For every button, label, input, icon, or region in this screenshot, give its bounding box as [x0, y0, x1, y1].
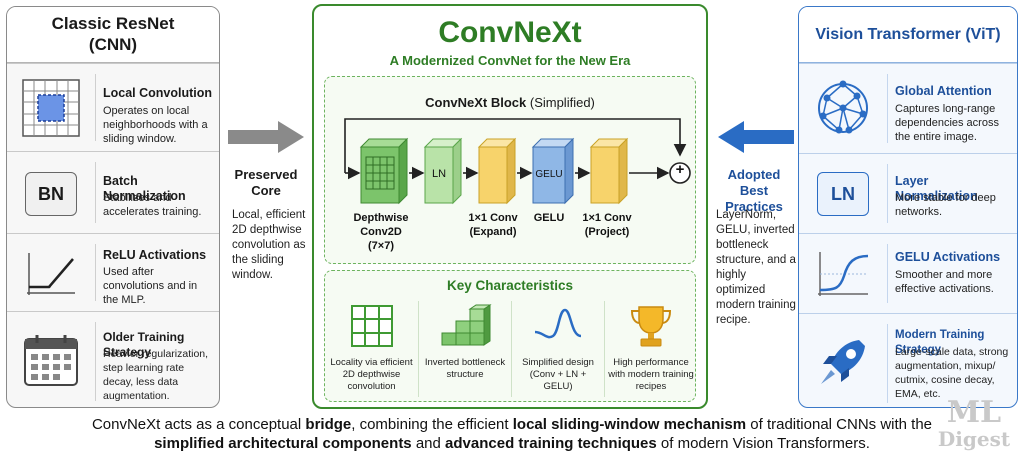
convnext-block-diagram: ConvNeXt Block (Simplified)	[324, 76, 696, 264]
vit-item-global-attention: Global Attention Captures long-range dep…	[799, 63, 1017, 153]
relu-curve-icon	[17, 240, 85, 308]
resnet-panel: Classic ResNet (CNN) Local Convolution O…	[6, 6, 220, 408]
caption-bold: simplified architectural components	[154, 435, 412, 452]
adopted-practices-text: LayerNorm, GELU, inverted bottleneck str…	[716, 209, 796, 326]
green-grid-icon	[325, 301, 418, 351]
key-item-bottleneck: Inverted bottleneck structure	[418, 301, 511, 397]
caption-bold: bridge	[305, 416, 352, 433]
key-item-text: Simplified design (Conv + LN + GELU)	[522, 357, 594, 392]
caption-text: and	[411, 435, 446, 452]
key-item-text: Inverted bottleneck structure	[424, 357, 506, 380]
ln-box-text: LN	[431, 168, 447, 180]
logo-line2: Digest	[937, 427, 1011, 451]
key-item-locality: Locality via efficient 2D depthwise conv…	[325, 301, 418, 397]
resnet-item-title: Older Training Strategy	[103, 330, 185, 359]
logo-line1: ML	[946, 395, 1002, 430]
vit-item-desc: More stable for deep networks.	[895, 192, 996, 218]
vit-item-title: Layer Normalization	[895, 174, 978, 203]
resnet-item-title: Local Convolution	[103, 86, 213, 100]
block-title-bold: ConvNeXt Block	[425, 95, 527, 110]
ml-digest-logo: ML Digest	[928, 398, 1020, 464]
vit-item-title: GELU Activations	[895, 250, 1001, 264]
adopted-arrow-icon	[718, 121, 794, 153]
bottom-caption: ConvNeXt acts as a conceptual bridge, co…	[0, 415, 1024, 453]
preserved-core-heading: Preserved Core	[234, 167, 298, 198]
adopted-practices-heading: Adopted Best Practices	[725, 167, 783, 214]
residual-add-icon	[669, 162, 691, 184]
vit-item-modern-training: Modern Training Strategy Large-scale dat…	[799, 313, 1017, 407]
vit-item-desc: Large-scale data, strong augmentation, m…	[895, 346, 1009, 400]
preserved-arrow-icon	[228, 121, 304, 153]
bn-icon: BN	[17, 160, 85, 228]
vit-panel: Vision Transformer (ViT) Global Attentio…	[798, 6, 1018, 408]
convnext-title: ConvNeXt	[438, 16, 582, 49]
resnet-panel-title: Classic ResNet (CNN)	[7, 7, 219, 63]
project-conv-node	[589, 137, 629, 205]
layer-norm-node	[423, 137, 463, 205]
ln-icon: LN	[809, 160, 877, 228]
calendar-icon	[17, 326, 85, 394]
block-title-rest: (Simplified)	[526, 95, 595, 110]
trophy-icon	[605, 301, 697, 351]
resnet-item-desc: Heavier regularization, step learning ra…	[103, 348, 209, 402]
preserved-core-text: Local, efficient 2D depthwise convolutio…	[232, 209, 306, 281]
resnet-item-older-training: Older Training Strategy Heavier regulari…	[7, 311, 219, 407]
key-item-text: Locality via efficient 2D depthwise conv…	[330, 357, 413, 392]
resnet-item-desc: Stabilizes and accelerates training.	[103, 192, 202, 218]
depthwise-conv-node	[359, 137, 409, 205]
grid-kernel-icon	[17, 74, 85, 142]
vit-item-layer-normalization: LN Layer Normalization More stable for d…	[799, 153, 1017, 233]
bn-icon-text: BN	[25, 172, 77, 216]
vit-item-gelu-activations: GELU Activations Smoother and more effec…	[799, 233, 1017, 313]
key-item-simplified: Simplified design (Conv + LN + GELU)	[511, 301, 604, 397]
expand-conv-label: 1×1 Conv (Expand)	[468, 212, 518, 238]
vit-panel-title: Vision Transformer (ViT)	[799, 7, 1017, 63]
rocket-icon	[809, 328, 877, 396]
key-characteristics: Key Characteristics Locality via efficie…	[324, 270, 696, 402]
caption-bold: local sliding-window mechanism	[512, 416, 747, 433]
caption-text: of modern Vision Transformers.	[656, 435, 870, 452]
ln-icon-text: LN	[817, 172, 869, 216]
network-globe-icon	[809, 74, 877, 142]
resnet-item-relu-activations: ReLU Activations Used after convolutions…	[7, 233, 219, 311]
resnet-item-local-convolution: Local Convolution Operates on local neig…	[7, 63, 219, 151]
block-title: ConvNeXt Block (Simplified)	[325, 95, 695, 110]
gelu-curve-icon	[809, 240, 877, 308]
vit-item-desc: Smoother and more effective activations.	[895, 269, 994, 295]
wave-curve-icon	[512, 301, 604, 351]
gelu-node	[531, 137, 575, 205]
project-conv-label: 1×1 Conv (Project)	[582, 212, 632, 238]
resnet-item-title: ReLU Activations	[103, 248, 207, 262]
resnet-item-batch-normalization: BN Batch Normalization Stabilizes and ac…	[7, 151, 219, 233]
gelu-box-text: GELU	[535, 169, 563, 180]
block-flow-svg	[344, 118, 691, 205]
gelu-label: GELU	[533, 212, 565, 224]
vit-item-title: Modern Training Strategy	[895, 329, 985, 356]
caption-bold: advanced training techniques	[445, 435, 657, 452]
vit-item-title: Global Attention	[895, 84, 992, 98]
convnext-panel: ConvNeXt A Modernized ConvNet for the Ne…	[312, 4, 708, 409]
convnext-subtitle: A Modernized ConvNet for the New Era	[389, 53, 631, 68]
caption-line-2: simplified architectural components and …	[0, 434, 1024, 453]
key-item-performance: High performance with modern training re…	[604, 301, 697, 397]
vit-item-desc: Captures long-range dependencies across …	[895, 103, 999, 143]
resnet-item-desc: Used after convolutions and in the MLP.	[103, 266, 198, 306]
key-characteristics-title: Key Characteristics	[446, 278, 574, 293]
expand-conv-node	[477, 137, 517, 205]
caption-line-1: ConvNeXt acts as a conceptual bridge, co…	[0, 415, 1024, 434]
resnet-item-desc: Operates on local neighborhoods with a s…	[103, 105, 208, 145]
resnet-item-title: Batch Normalization	[103, 174, 186, 203]
caption-text: , combining the efficient	[351, 416, 513, 433]
caption-text: ConvNeXt acts as a conceptual	[91, 416, 306, 433]
skip-connection	[344, 118, 687, 173]
caption-text: of traditional CNNs with the	[746, 416, 933, 433]
depthwise-conv-label: Depthwise Conv2D (7×7)	[353, 212, 409, 252]
plus-symbol: +	[675, 161, 685, 178]
key-item-text: High performance with modern training re…	[608, 357, 694, 392]
stacked-blocks-icon	[419, 301, 511, 351]
